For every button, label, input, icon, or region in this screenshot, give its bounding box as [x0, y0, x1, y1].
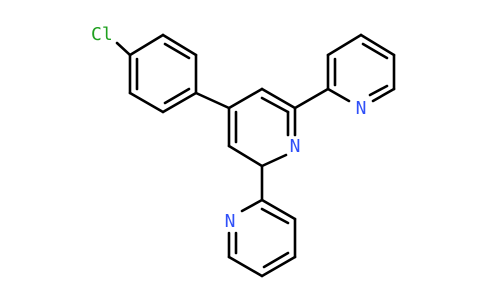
- bond: [227, 87, 264, 110]
- bond: [368, 84, 389, 97]
- bond: [260, 198, 297, 221]
- bond: [194, 91, 231, 110]
- bond: [262, 251, 290, 269]
- bond: [161, 91, 198, 114]
- bond: [163, 42, 191, 60]
- bond: [128, 33, 165, 57]
- bond-skeleton: [115, 33, 396, 278]
- bond: [115, 41, 132, 57]
- bond: [240, 198, 264, 213]
- bond: [260, 207, 290, 225]
- bond: [128, 91, 165, 114]
- bond: [326, 87, 351, 103]
- lower-pyridyl-nitrogen-label: N: [225, 211, 236, 232]
- bond: [361, 42, 389, 60]
- upper-pyridyl-nitrogen-label: N: [356, 98, 367, 119]
- bond: [163, 87, 191, 105]
- bond: [326, 33, 363, 57]
- bond: [260, 96, 290, 114]
- bond: [260, 255, 297, 278]
- bond: [227, 255, 264, 278]
- chlorine-atom-label: Cl: [91, 24, 113, 45]
- bond: [161, 33, 198, 57]
- bond: [293, 87, 330, 110]
- central-ring-nitrogen-label: N: [290, 136, 301, 157]
- bond: [371, 87, 396, 103]
- atom-labels: Cl N N N: [91, 24, 366, 232]
- bond: [260, 87, 297, 110]
- bond: [359, 33, 396, 57]
- bond: [227, 144, 264, 168]
- bond: [260, 153, 288, 168]
